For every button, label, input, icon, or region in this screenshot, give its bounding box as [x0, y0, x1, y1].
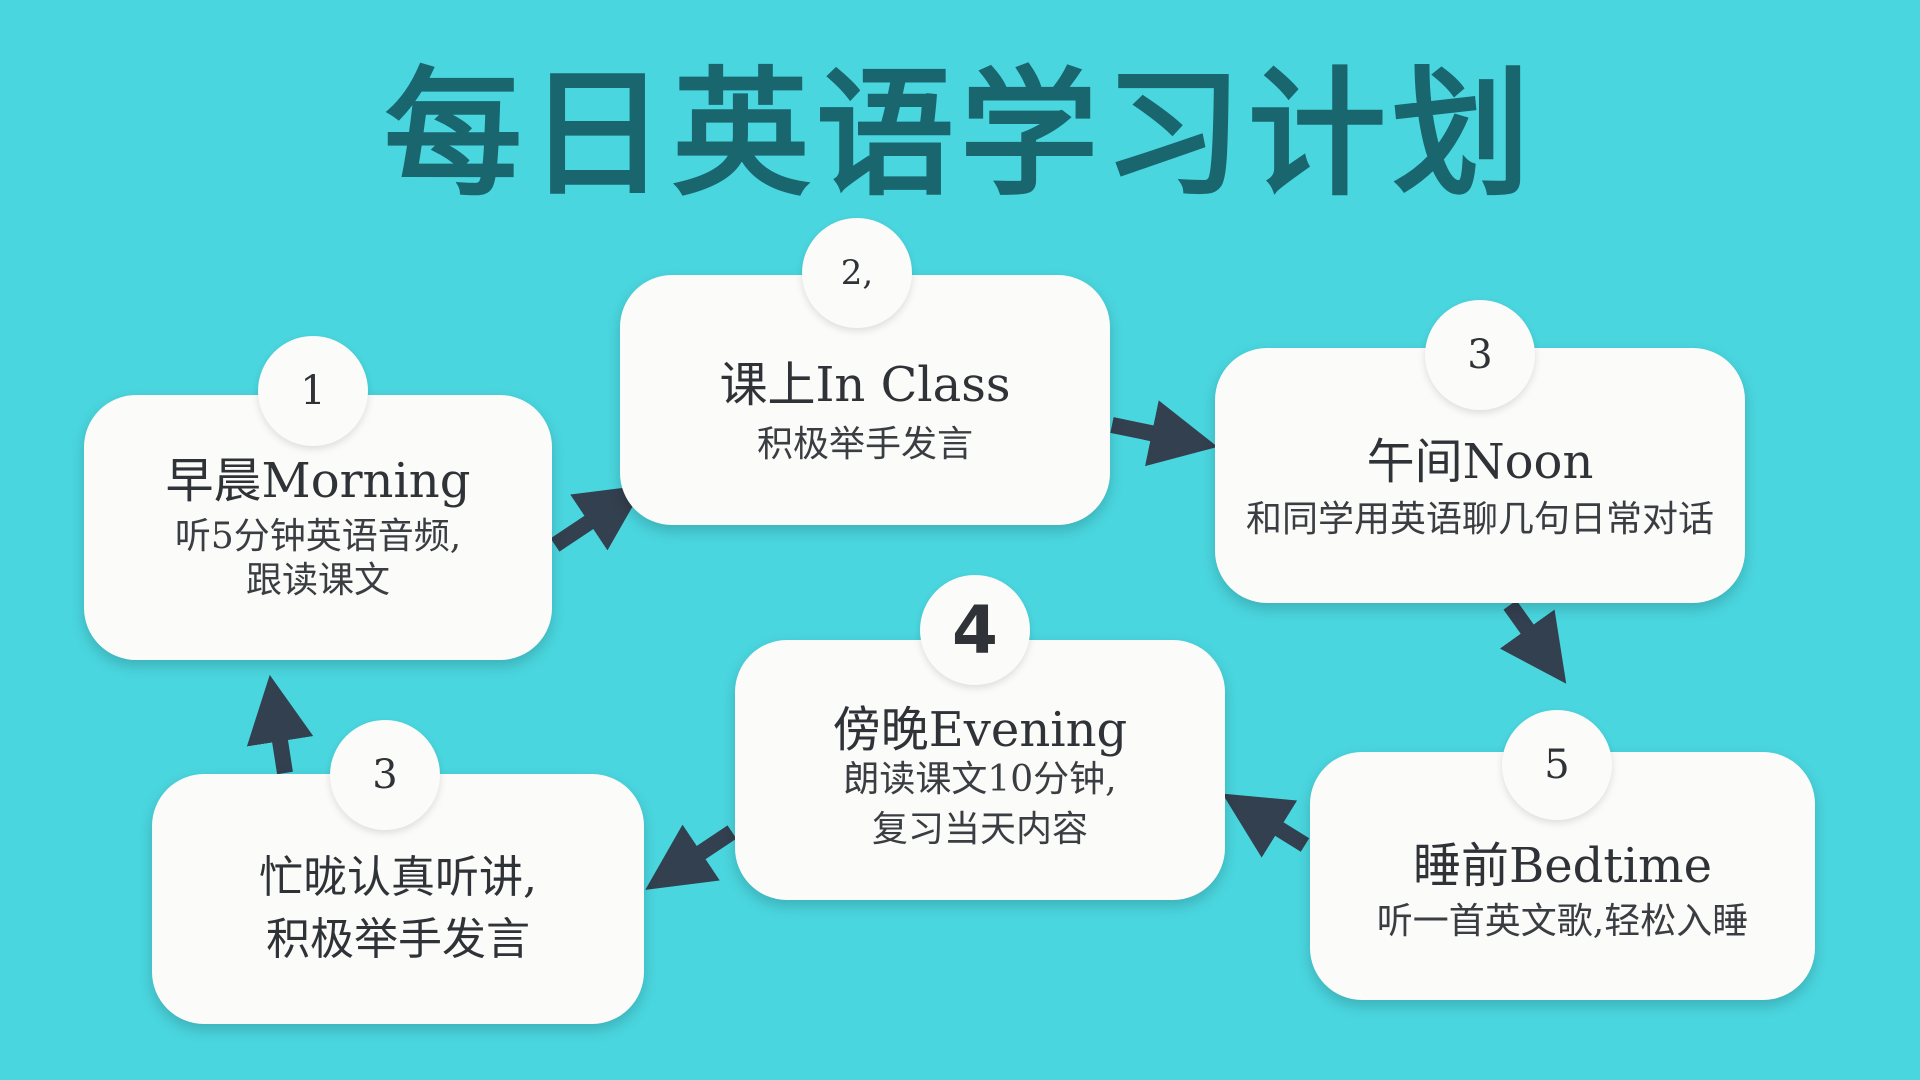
arrow-evening-to-step6 [645, 824, 737, 890]
step-desc-line: 和同学用英语聊几句日常对话 [1245, 498, 1714, 540]
step-desc-line: 听一首英文歌,轻松入睡 [1376, 901, 1749, 942]
step-heading: 早晨Morning [165, 452, 471, 509]
step-number-badge: 3 [1425, 300, 1535, 410]
step-number-badge: 5 [1502, 710, 1612, 820]
page-title: 每日英语学习计划 [383, 54, 1536, 215]
arrow-bedtime-to-evening [1222, 793, 1310, 858]
step-number-badge: 4 [920, 575, 1030, 685]
arrow-morning-to-class [550, 485, 645, 552]
step-desc-line: 积极举手发言 [756, 424, 973, 465]
step-number-badge: 2, [802, 218, 912, 328]
step-heading: 课上In Class [719, 357, 1011, 413]
step-desc-line: 忙昽认真听讲, [259, 852, 537, 903]
arrow-step6-to-morning [246, 674, 314, 775]
step-desc-line: 朗读课文10分钟, [843, 759, 1117, 800]
step-card-in-class: 课上In Class 积极举手发言 [620, 275, 1110, 525]
arrow-noon-to-bedtime [1499, 600, 1567, 684]
step-number-badge: 3 [330, 720, 440, 830]
step-desc-line: 跟读课文 [245, 559, 390, 601]
step-desc-line: 复习当天内容 [871, 809, 1088, 850]
step-heading: 睡前Bedtime [1413, 838, 1712, 894]
step-heading: 傍晚Evening [832, 702, 1128, 758]
step-desc-line: 积极举手发言 [266, 914, 530, 965]
arrow-class-to-noon [1110, 400, 1218, 467]
step-desc-line: 听5分钟英语音频, [174, 515, 462, 557]
step-heading: 午间Noon [1366, 433, 1594, 490]
step-number-badge: 1 [258, 336, 368, 446]
